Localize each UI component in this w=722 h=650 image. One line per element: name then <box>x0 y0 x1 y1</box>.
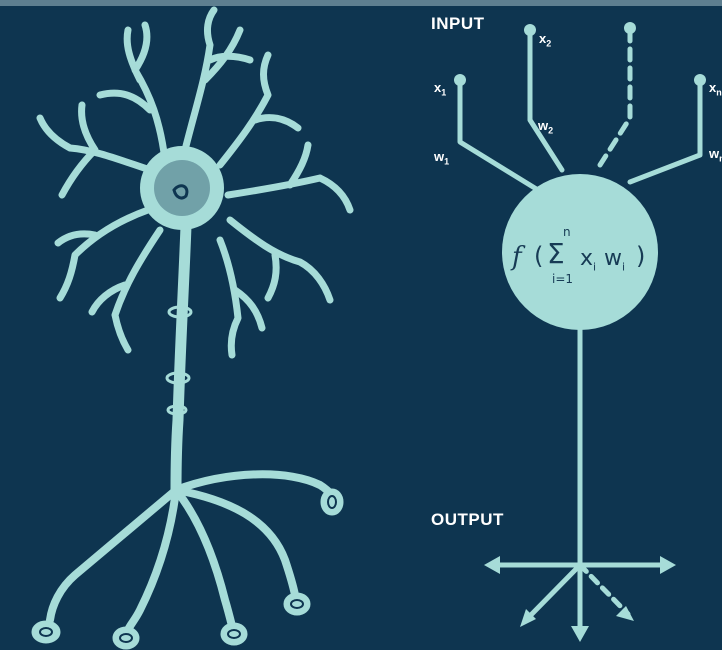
formula-term-w: wi <box>604 246 625 273</box>
input-line-n <box>630 82 700 182</box>
formula-lower-limit: i=1 <box>552 272 573 286</box>
formula-sigma: Σ <box>547 237 565 270</box>
input-connections <box>460 30 700 190</box>
input-var-x1: x1 <box>434 80 446 98</box>
axon <box>176 226 186 490</box>
input-line-2 <box>530 32 562 170</box>
weight-var-w2: w2 <box>538 118 553 136</box>
output-arrows <box>492 565 668 632</box>
output-label: OUTPUT <box>431 510 504 530</box>
formula-open-paren: ( <box>534 242 543 270</box>
formula-func: f <box>512 242 522 272</box>
input-nodes <box>454 22 706 86</box>
input-var-xn: xn <box>709 80 722 98</box>
formula-close-paren: ) <box>636 242 645 270</box>
input-label: INPUT <box>431 14 485 34</box>
formula-term-x: xi <box>580 246 596 273</box>
weight-var-wn: wn <box>709 146 722 164</box>
biological-neuron <box>33 10 350 648</box>
input-line-dashed <box>600 30 630 165</box>
input-line-1 <box>460 82 538 190</box>
weight-var-w1: w1 <box>434 149 449 167</box>
artificial-neuron <box>454 22 706 642</box>
input-var-x2: x2 <box>539 31 551 49</box>
